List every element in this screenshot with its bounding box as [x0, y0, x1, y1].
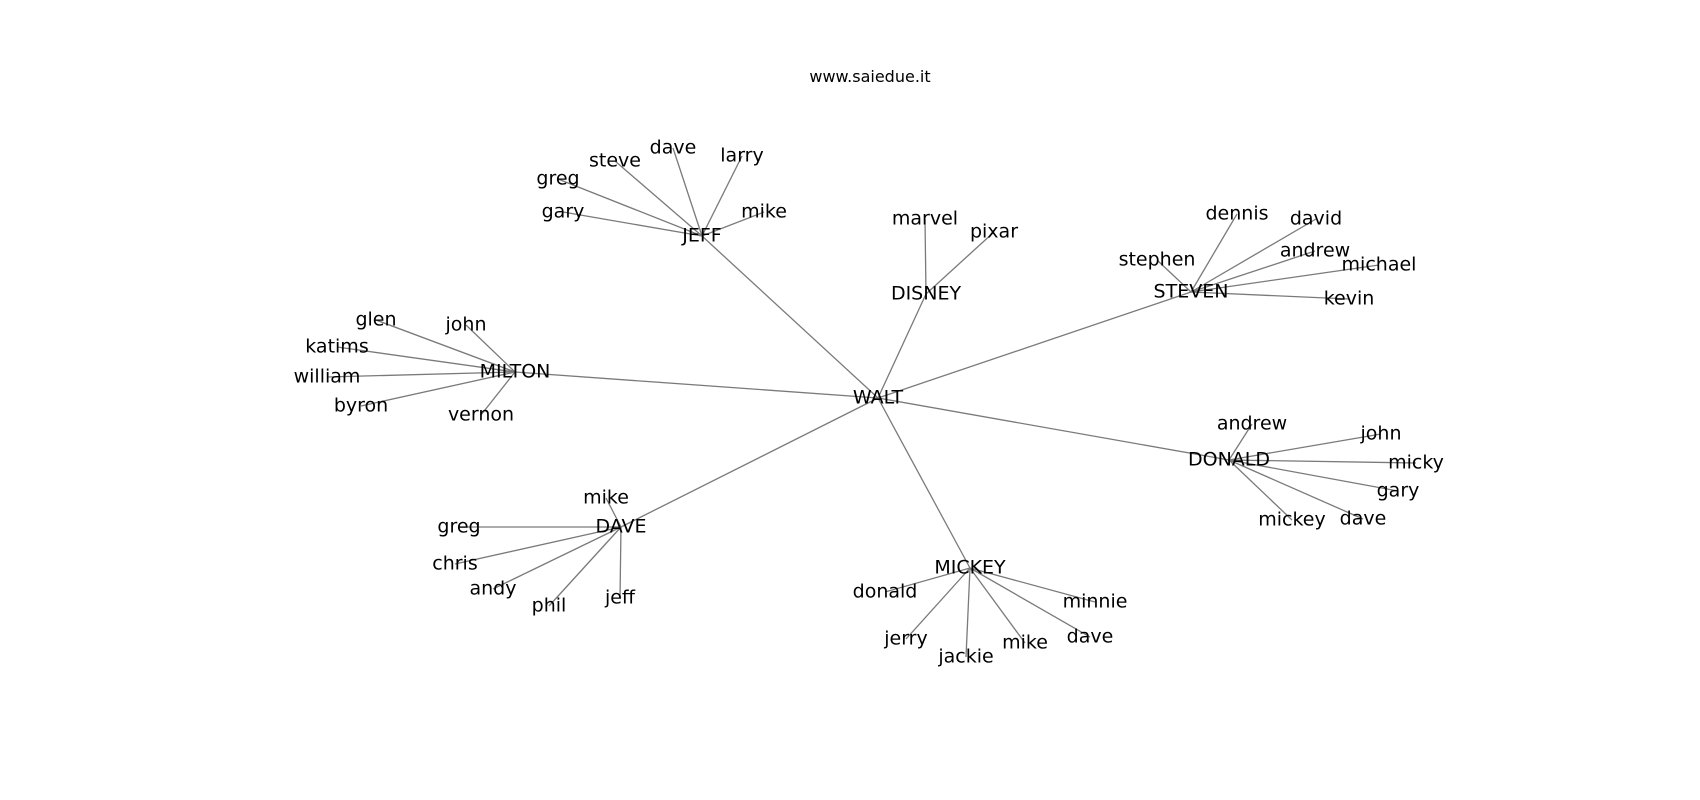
edge-donald-dave [1228, 459, 1364, 520]
graph-edges [326, 147, 1417, 658]
edge-disney-pixar [925, 231, 995, 295]
edge-steven-dennis [1190, 213, 1238, 293]
node-disney-marvel: marvel [892, 208, 958, 230]
edge-donald-mickey [1228, 459, 1293, 521]
edge-donald-gary [1228, 459, 1399, 492]
node-milton-byron: byron [334, 395, 388, 417]
node-group-mickey: MICKEY [934, 557, 1006, 579]
edge-milton-byron [360, 371, 516, 407]
edge-donald-andrew [1228, 423, 1253, 461]
node-group-dave: DAVE [595, 516, 646, 538]
node-dave-jeff: jeff [604, 587, 636, 609]
node-milton-john: john [445, 314, 487, 336]
node-group-donald: DONALD [1188, 449, 1270, 471]
edge-milton-katims [336, 346, 516, 373]
node-mickey-jerry: jerry [883, 628, 928, 650]
edge-dave-andy [492, 526, 622, 590]
edge-jeff-steve [614, 160, 703, 237]
node-jeff-mike: mike [741, 201, 787, 223]
edge-walt-donald [877, 397, 1230, 461]
edge-walt-mickey [877, 397, 971, 569]
node-dave-phil: phil [532, 595, 567, 617]
node-steven-michael: michael [1342, 254, 1417, 276]
edge-steven-kevin [1190, 291, 1350, 300]
node-steven-andrew: andrew [1280, 240, 1350, 262]
node-jeff-greg: greg [536, 168, 579, 190]
node-steven-stephen: stephen [1119, 249, 1196, 271]
edge-dave-phil [548, 526, 622, 607]
edge-mickey-donald [884, 567, 971, 593]
node-mickey-minnie: minnie [1063, 591, 1128, 613]
node-mickey-donald: donald [853, 581, 918, 603]
edge-steven-andrew [1190, 250, 1316, 293]
edge-milton-glen [375, 319, 516, 373]
node-mickey-mike: mike [1002, 632, 1048, 654]
node-group-disney: DISNEY [891, 283, 962, 305]
node-mickey-dave: dave [1067, 626, 1114, 648]
node-disney-pixar: pixar [970, 221, 1018, 243]
edge-jeff-gary [562, 211, 703, 237]
edge-jeff-dave [672, 147, 703, 237]
node-donald-mickey: mickey [1258, 509, 1326, 531]
edge-mickey-mike [969, 567, 1026, 644]
edge-mickey-jackie [965, 567, 971, 658]
edge-dave-mike [605, 497, 622, 528]
edge-walt-milton [514, 371, 879, 399]
edge-jeff-mike [701, 211, 765, 237]
edge-mickey-jerry [905, 567, 971, 640]
node-milton-vernon: vernon [448, 404, 514, 426]
node-steven-david: david [1290, 208, 1342, 230]
node-milton-katims: katims [305, 336, 368, 358]
node-steven-kevin: kevin [1324, 288, 1375, 310]
edge-jeff-larry [701, 155, 743, 237]
node-group-jeff: JEFF [681, 225, 721, 247]
node-dave-andy: andy [470, 578, 517, 600]
edge-mickey-dave [969, 567, 1091, 638]
edge-steven-stephen [1156, 259, 1192, 293]
node-dave-mike: mike [583, 487, 629, 509]
edge-walt-disney [877, 293, 927, 399]
edge-walt-jeff [701, 235, 879, 399]
node-jeff-larry: larry [720, 145, 763, 167]
edge-mickey-minnie [969, 567, 1096, 603]
node-root-walt: WALT [853, 387, 904, 409]
edge-milton-john [465, 324, 516, 373]
node-donald-john: john [1360, 423, 1402, 445]
edge-dave-chris [454, 526, 622, 565]
node-jeff-gary: gary [542, 201, 585, 223]
edge-donald-micky [1228, 459, 1417, 464]
node-group-milton: MILTON [480, 361, 551, 383]
node-donald-andrew: andrew [1217, 413, 1287, 435]
node-milton-glen: glen [355, 309, 396, 331]
node-donald-dave: dave [1340, 508, 1387, 530]
node-group-steven: STEVEN [1154, 281, 1229, 303]
edge-walt-steven [877, 291, 1192, 399]
edge-steven-david [1190, 218, 1317, 293]
edge-donald-john [1228, 433, 1382, 461]
node-donald-micky: micky [1388, 452, 1444, 474]
edge-walt-dave [620, 397, 879, 528]
node-dave-greg: greg [437, 516, 480, 538]
edge-disney-marvel [924, 218, 927, 295]
edge-dave-jeff [619, 526, 622, 599]
node-jeff-steve: steve [589, 150, 641, 172]
edge-steven-michael [1190, 264, 1380, 293]
edge-jeff-greg [557, 178, 703, 237]
edge-milton-william [326, 371, 516, 378]
node-steven-dennis: dennis [1205, 203, 1268, 225]
node-milton-william: william [294, 366, 361, 388]
edge-milton-vernon [480, 371, 516, 416]
node-donald-gary: gary [1377, 480, 1420, 502]
node-mickey-jackie: jackie [937, 646, 993, 668]
node-dave-chris: chris [432, 553, 477, 575]
graph-title: www.saiedue.it [809, 67, 930, 86]
node-jeff-dave: dave [650, 137, 697, 159]
